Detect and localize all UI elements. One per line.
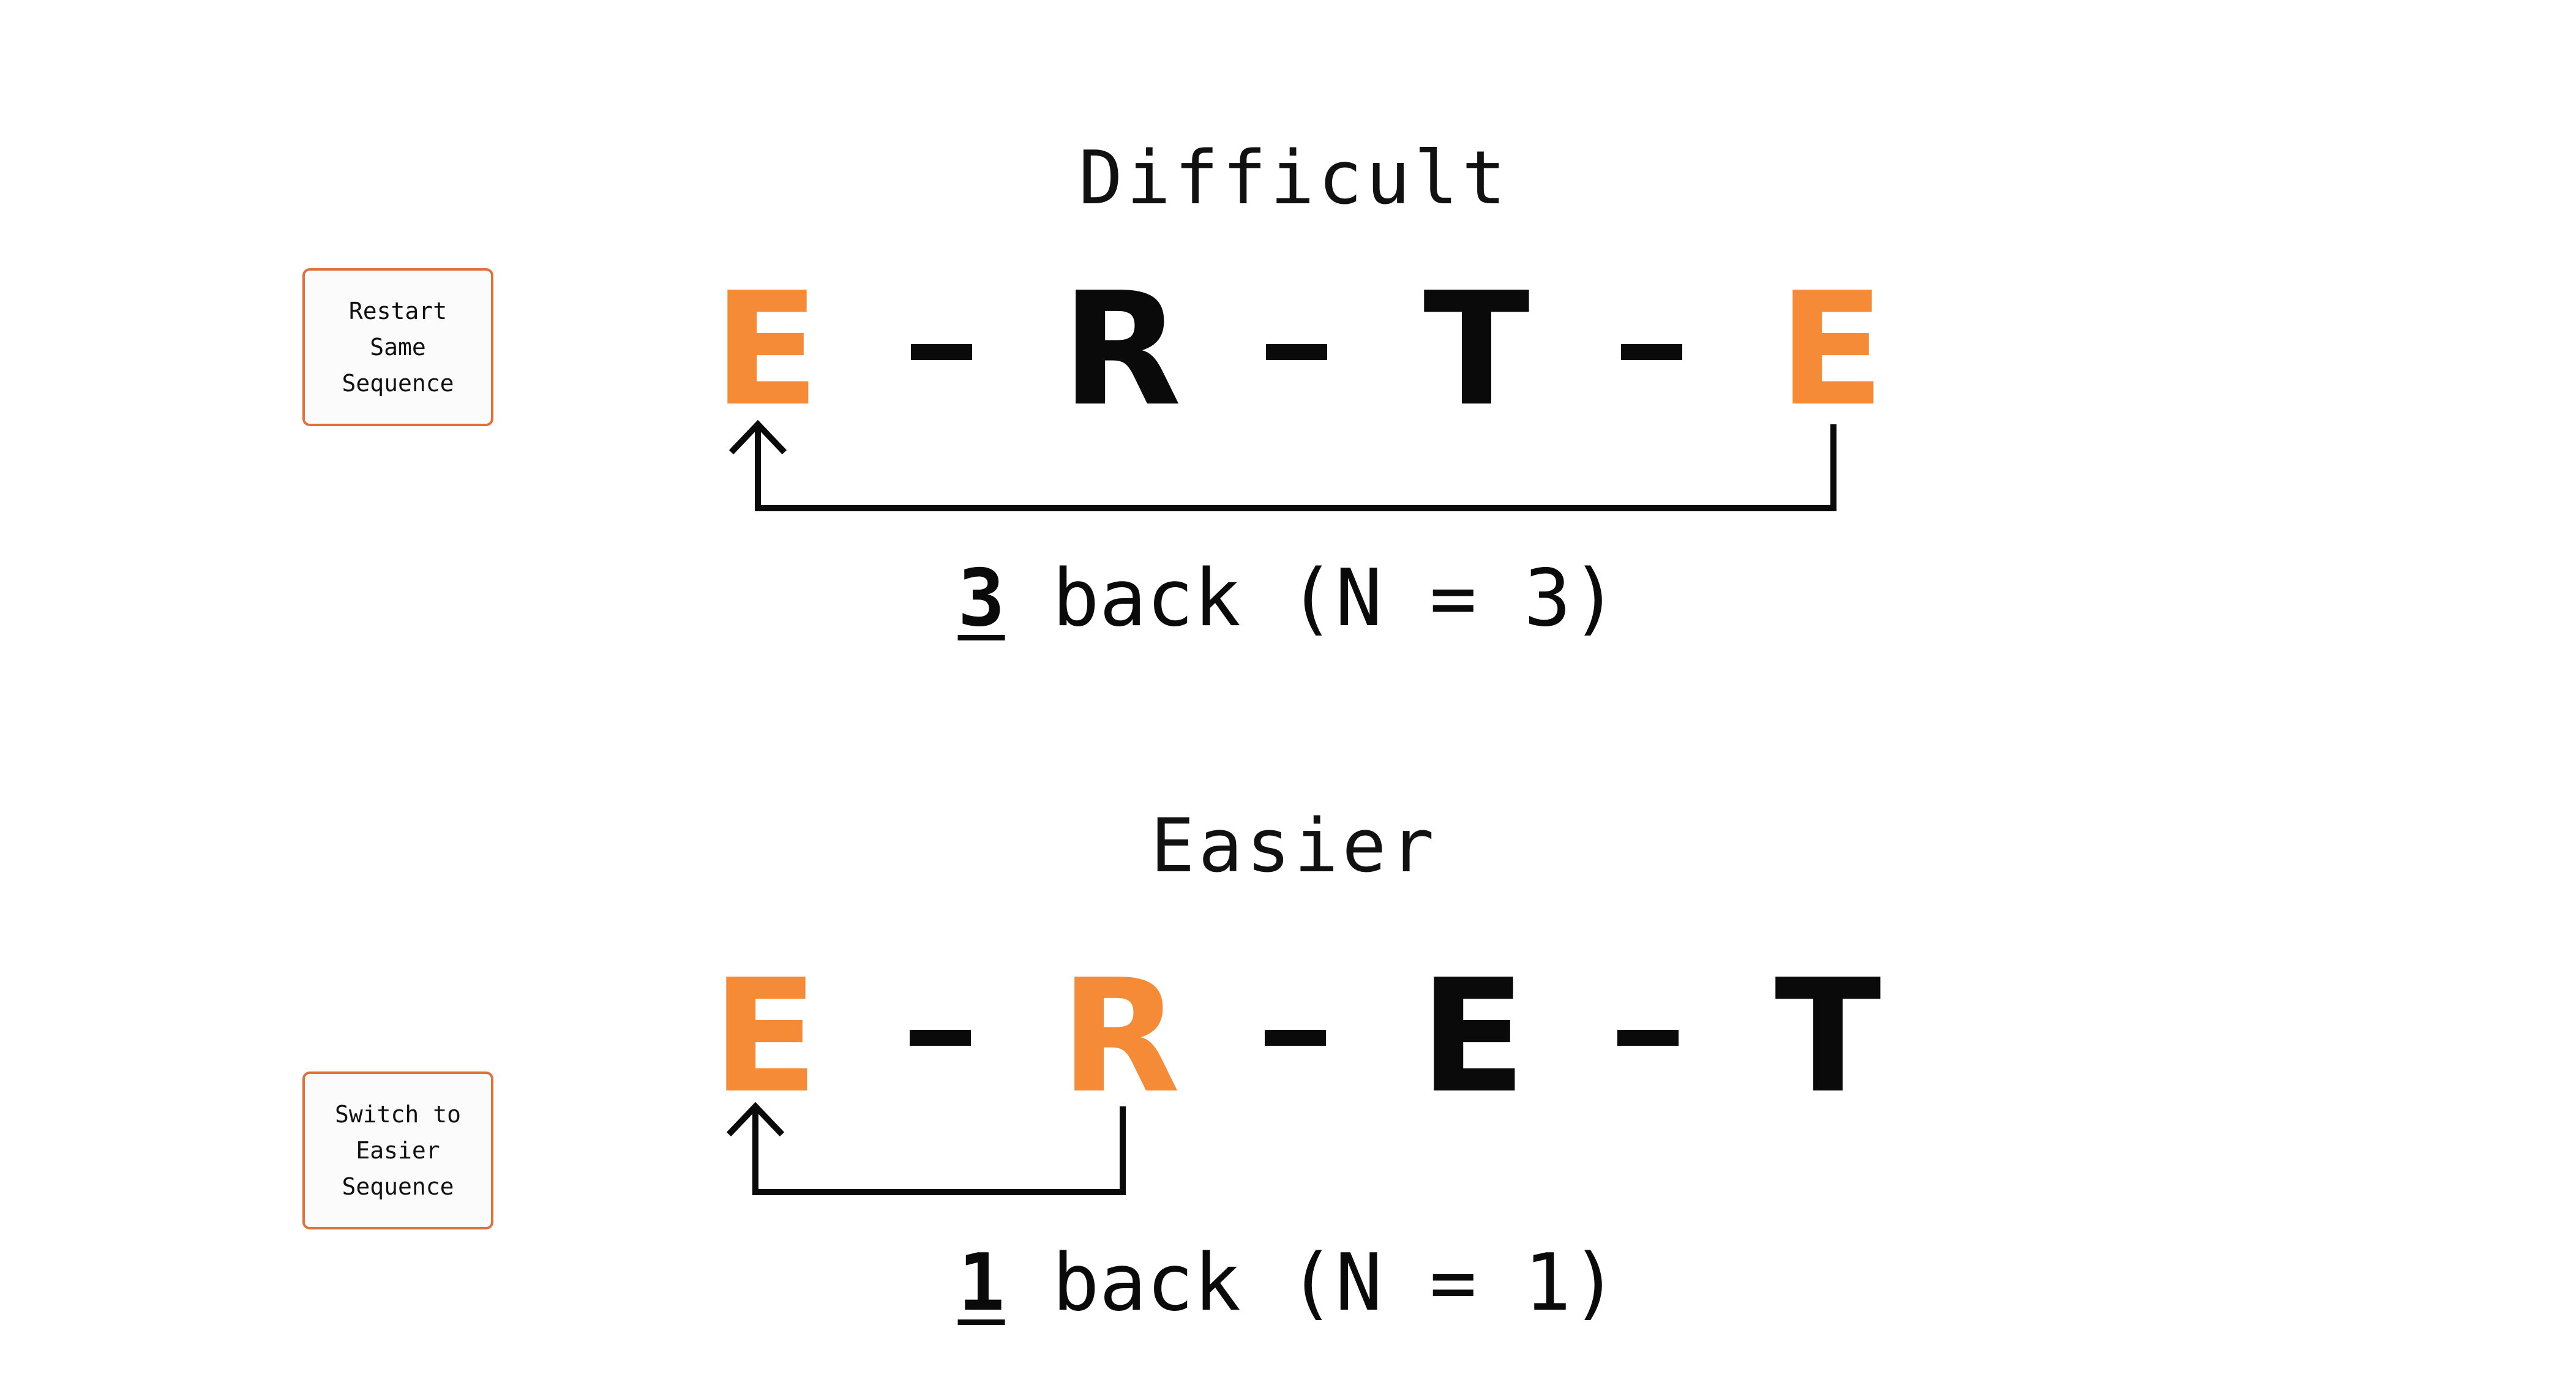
easier-button-line-3: Sequence [342, 1173, 454, 1200]
difficult-heading: Difficult [1078, 136, 1510, 221]
easier-heading: Easier [1150, 804, 1438, 889]
restart-button-line-3: Sequence [342, 369, 454, 397]
easier-button-line-1: Switch to [335, 1100, 461, 1128]
easier-back-arrow [752, 1106, 1126, 1195]
easier-n-value: 1 [957, 1237, 1005, 1329]
restart-button-line-2: Same [370, 333, 426, 361]
difficult-arrow-head [728, 419, 787, 455]
easier-button-line-2: Easier [356, 1136, 440, 1164]
difficult-back-arrow [755, 424, 1837, 511]
restart-button-line-1: Restart [348, 297, 447, 325]
easier-arrow-head [726, 1101, 785, 1137]
switch-to-easier-sequence-button[interactable]: Switch to Easier Sequence [302, 1071, 493, 1229]
restart-same-sequence-button[interactable]: Restart Same Sequence [302, 268, 493, 426]
difficult-caption-text: back (N = 3) [1005, 553, 1619, 644]
easier-caption-text: back (N = 1) [1005, 1237, 1619, 1329]
easier-caption: 1 back (N = 1) [0, 1237, 2576, 1329]
difficult-caption: 3 back (N = 3) [0, 553, 2576, 645]
difficult-n-value: 3 [957, 553, 1005, 644]
